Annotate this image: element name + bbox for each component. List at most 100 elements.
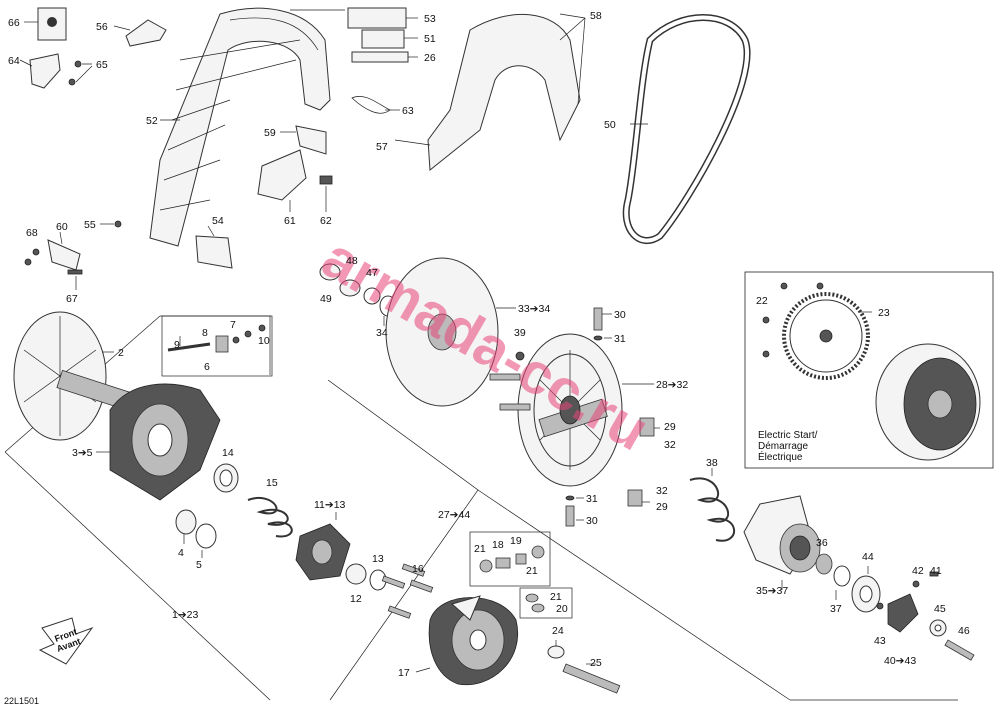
callout-2: 2 bbox=[118, 347, 124, 359]
fixed-sheave-2 bbox=[13, 311, 130, 441]
callout-49: 49 bbox=[320, 293, 332, 305]
callout-15: 15 bbox=[266, 477, 278, 489]
screw-55 bbox=[100, 220, 122, 228]
callout-67: 67 bbox=[66, 293, 78, 305]
bracket-64 bbox=[19, 53, 61, 89]
callout-18: 18 bbox=[492, 539, 504, 551]
callout-4: 4 bbox=[178, 547, 184, 559]
driven-pulley-28 bbox=[517, 333, 654, 487]
washer-44 bbox=[851, 566, 881, 613]
callout-60: 60 bbox=[56, 221, 68, 233]
callout-3-5: 3➔5 bbox=[72, 447, 93, 459]
bracket-61 bbox=[257, 149, 307, 212]
parts-6-10 bbox=[167, 324, 266, 353]
bracket-54 bbox=[195, 225, 233, 269]
decals-53-51-26 bbox=[347, 7, 418, 63]
callout-28-32: 28➔32 bbox=[656, 379, 688, 391]
callout-5: 5 bbox=[196, 559, 202, 571]
callout-55: 55 bbox=[84, 219, 96, 231]
callout-17: 17 bbox=[398, 667, 410, 679]
callout-63: 63 bbox=[402, 105, 414, 117]
callout-38: 38 bbox=[706, 457, 718, 469]
electric-start-label-1: Electric Start/ bbox=[758, 430, 818, 441]
callout-53: 53 bbox=[424, 13, 436, 25]
callout-30b: 30 bbox=[586, 515, 598, 527]
callout-64: 64 bbox=[8, 55, 20, 67]
bushing-36-37 bbox=[815, 553, 851, 600]
spider-11 bbox=[295, 512, 351, 581]
callout-39: 39 bbox=[514, 327, 526, 339]
bracket-60 bbox=[47, 231, 81, 271]
callout-56: 56 bbox=[96, 21, 108, 33]
callout-34: 34 bbox=[376, 327, 388, 339]
callout-59: 59 bbox=[264, 127, 276, 139]
callout-12: 12 bbox=[350, 593, 362, 605]
belt-guard-52 bbox=[149, 7, 345, 247]
pins-39 bbox=[489, 351, 531, 411]
callout-27-44: 27➔44 bbox=[438, 509, 470, 521]
callout-62: 62 bbox=[320, 215, 332, 227]
callout-37: 37 bbox=[830, 603, 842, 615]
callout-29a: 29 bbox=[664, 421, 676, 433]
callout-21b: 21 bbox=[526, 565, 538, 577]
callout-57: 57 bbox=[376, 141, 388, 153]
spring-15 bbox=[247, 497, 293, 538]
parts-18-21 bbox=[479, 545, 545, 613]
washer-45-bolt-46 bbox=[929, 619, 975, 661]
electric-start-inset bbox=[762, 282, 981, 461]
screws-30-31 bbox=[565, 307, 612, 527]
washer-12-13 bbox=[345, 563, 387, 591]
callout-21c: 21 bbox=[550, 591, 562, 603]
callout-47: 47 bbox=[366, 267, 378, 279]
sliding-sheave-3 bbox=[96, 383, 221, 501]
caution-decal-66 bbox=[24, 7, 67, 41]
callout-46: 46 bbox=[958, 625, 970, 637]
callout-25: 25 bbox=[590, 657, 602, 669]
callout-50: 50 bbox=[604, 119, 616, 131]
bolt-62 bbox=[319, 175, 333, 212]
drive-belt-50 bbox=[622, 14, 751, 245]
spring-38 bbox=[689, 468, 735, 542]
callout-19: 19 bbox=[510, 535, 522, 547]
callout-68: 68 bbox=[26, 227, 38, 239]
callout-22: 22 bbox=[756, 295, 768, 307]
clip-56 bbox=[113, 19, 167, 47]
callout-33-34: 33➔34 bbox=[518, 303, 550, 315]
callout-31a: 31 bbox=[614, 333, 626, 345]
callout-11-13: 11➔13 bbox=[314, 499, 346, 511]
callout-16: 16 bbox=[412, 563, 424, 575]
callout-24: 24 bbox=[552, 625, 564, 637]
callout-23: 23 bbox=[878, 307, 890, 319]
electric-start-label-2: Démarrage bbox=[758, 441, 808, 452]
callout-35-37: 35➔37 bbox=[756, 585, 788, 597]
callout-14: 14 bbox=[222, 447, 234, 459]
callout-51: 51 bbox=[424, 33, 436, 45]
callout-9: 9 bbox=[174, 339, 180, 351]
callout-41: 41 bbox=[930, 565, 942, 577]
callout-32b: 32 bbox=[656, 485, 668, 497]
callout-65: 65 bbox=[96, 59, 108, 71]
rollers-29-32 bbox=[627, 417, 660, 507]
bolts-67-68 bbox=[24, 248, 83, 290]
callout-58: 58 bbox=[590, 10, 602, 22]
callout-20: 20 bbox=[556, 603, 568, 615]
diagram-code: 22L1501 bbox=[4, 696, 39, 706]
washers-47-49 bbox=[319, 263, 397, 326]
nuts-65 bbox=[68, 60, 93, 86]
spring-63 bbox=[351, 96, 400, 114]
governor-cup-17 bbox=[415, 595, 519, 686]
callout-26: 26 bbox=[424, 52, 436, 64]
callout-6: 6 bbox=[204, 361, 210, 373]
cover-57 bbox=[394, 13, 586, 171]
callout-36: 36 bbox=[816, 537, 828, 549]
callout-43: 43 bbox=[874, 635, 886, 647]
cam-35 bbox=[743, 495, 821, 590]
assembly-boundary-lines bbox=[4, 271, 994, 701]
cam-cap-40 bbox=[876, 571, 939, 633]
callout-21a: 21 bbox=[474, 543, 486, 555]
callout-48: 48 bbox=[346, 255, 358, 267]
callout-61: 61 bbox=[284, 215, 296, 227]
callout-1-23: 1➔23 bbox=[172, 609, 198, 621]
callout-40-43: 40➔43 bbox=[884, 655, 916, 667]
